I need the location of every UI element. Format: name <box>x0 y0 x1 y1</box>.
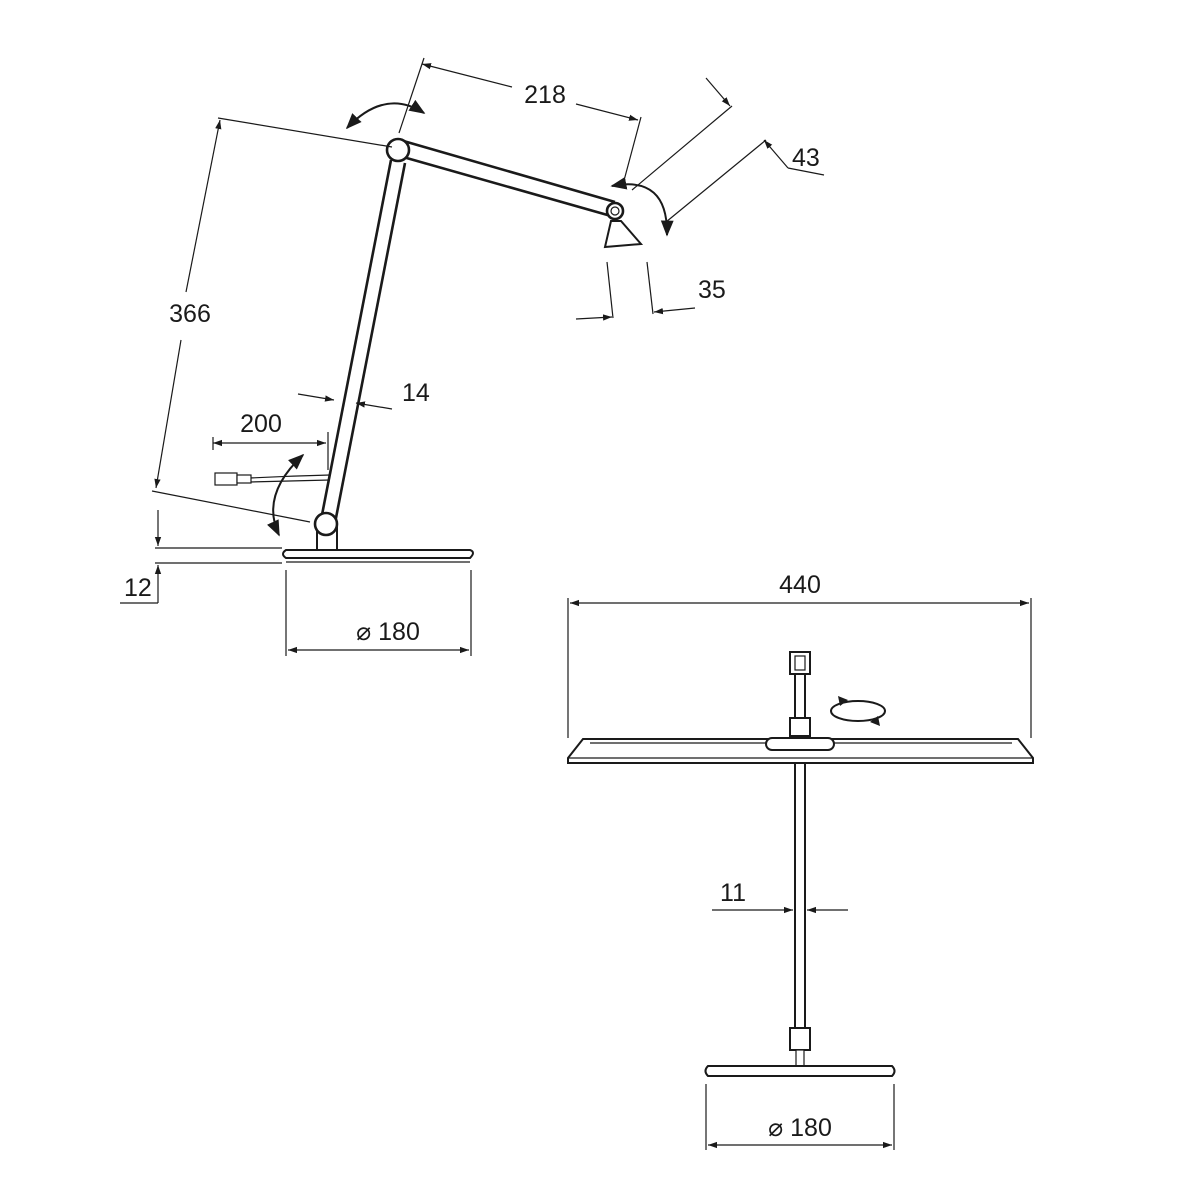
dim-43-line <box>631 77 825 223</box>
side-lower-arm <box>319 159 407 524</box>
dim-218-line <box>398 57 642 189</box>
dim-12-line <box>120 510 282 604</box>
dim-200-line <box>212 432 329 470</box>
dim-35-label: 35 <box>698 276 726 304</box>
front-base-plate <box>704 1065 896 1077</box>
dim-35-line <box>575 261 696 321</box>
dim-200-label: 200 <box>240 410 282 438</box>
dim-12-label: 12 <box>124 574 152 602</box>
dim-440-line <box>567 598 1032 738</box>
side-base-plate <box>282 549 474 563</box>
dim-366-label: 366 <box>169 300 211 328</box>
front-rotation-arrow <box>830 696 886 726</box>
side-base-rotation-arrow <box>267 453 305 537</box>
front-stem <box>789 763 811 1067</box>
front-lamp-head <box>567 737 1034 764</box>
dim-440-label: 440 <box>779 571 821 599</box>
dim-43-label: 43 <box>792 144 820 172</box>
side-elbow-joint <box>385 137 411 163</box>
dim-side-base-label: ⌀ 180 <box>356 618 420 646</box>
dim-366-line <box>151 117 393 523</box>
side-elbow-rotation-arrow <box>345 99 426 130</box>
side-upper-arm <box>395 138 616 218</box>
front-view: 440 11 ⌀ 180 <box>567 571 1034 1150</box>
front-head-mount <box>789 651 811 737</box>
side-cable <box>214 472 331 486</box>
dim-front-base-label: ⌀ 180 <box>768 1114 832 1142</box>
dim-14-line <box>297 393 393 410</box>
dim-11-label: 11 <box>720 879 746 907</box>
side-lamp-head <box>603 220 644 249</box>
side-base-joint <box>313 511 339 537</box>
dim-14-label: 14 <box>402 379 430 407</box>
dim-side-base-line <box>285 570 472 656</box>
dim-front-base-line <box>705 1084 895 1150</box>
side-view: 218 43 35 366 1 <box>120 57 825 656</box>
dim-218-label: 218 <box>524 81 566 109</box>
